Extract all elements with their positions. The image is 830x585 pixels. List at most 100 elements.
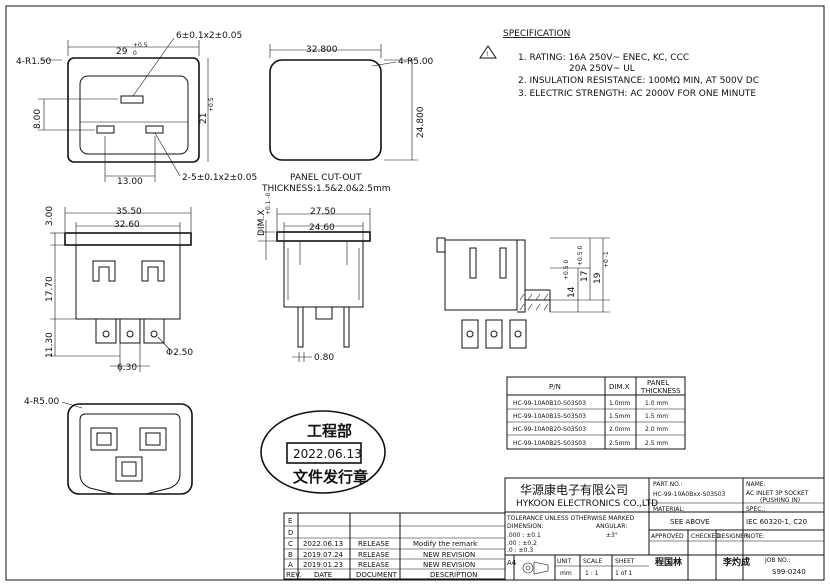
pn-row-1-pn: HC-99-10A0B15-S03S03 [513,413,586,420]
designer-label: DESIGNER [717,533,748,540]
unit-label: UNIT [557,558,572,565]
company-name-en: HYKOON ELECTRONICS CO.,LTD [516,499,658,509]
dim-29-tol-up: +0.5 [133,42,148,49]
dim-8: 8.00 [33,109,43,129]
name-line2: (PUSHING IN) [760,497,800,504]
rev-row-a-doc: RELEASE [358,561,389,569]
spec-title: SPECIFICATION [503,29,570,39]
dim-080: 0.80 [314,353,334,363]
dim-dimx-tol: +0.1 -0 [265,192,272,215]
rev-row-b-desc: NEW REVISION [423,551,475,559]
pn-table [506,376,686,450]
dim-29-tol-dn: 0 [133,50,137,57]
rev-row-c-date: 2022.06.13 [303,540,343,548]
dim-300: 3.00 [45,206,55,226]
pn-row-3-thk: 2.5 mm [645,440,668,447]
spec-item-1: 1. RATING: 16A 250V~ ENEC, KC, CCC [518,53,689,63]
warning-triangle-icon: ! [479,45,497,59]
dim-21-tol: +0.5 [208,97,215,112]
rev-header-rev: REV. [286,571,301,579]
front-view-top-left [38,37,209,182]
side-view-front [50,207,192,372]
pn-rows: HC-99-10A0B10-S03S03 1.0mm 1.0 mm HC-99-… [513,400,668,447]
pn-row-2-dimx: 2.0mm [609,426,630,433]
dim-1130: 11.30 [45,332,55,358]
dim-dimx: DIM.X [257,210,267,236]
job-no-label: JOB NO.: [764,557,790,564]
note-label: NOTE: [746,533,765,540]
pn-row-0-thk: 1.0 mm [645,400,668,407]
rev-row-c-doc: RELEASE [358,540,389,548]
panel-cutout-label: PANEL CUT-OUT [290,173,362,183]
svg-text:!: ! [486,51,488,58]
sheet-size-a4: A4 [507,559,517,567]
dim-r500-top: 4-R5.00 [398,57,434,67]
dim-17: 17 [580,271,590,282]
pn-row-0-dimx: 1.0mm [609,400,630,407]
rev-row-c: C [288,540,293,548]
pn-header-pn: P/N [549,383,561,391]
approved-label: APPROVED [651,533,684,540]
thickness-label: THICKNESS:1.5&2.0&2.5mm [261,184,391,194]
rev-row-e: E [288,517,292,525]
revision-table [283,512,506,580]
pn-header-thickness: THICKNESS [640,387,681,395]
dim-19: 19 [593,272,603,284]
stamp-line3: 文件发行章 [293,468,368,486]
spec-value: IEC 60320-1, C20 [746,518,807,526]
rev-header-date: DATE [314,571,332,579]
pn-header-panel: PANEL [647,379,669,387]
panel-cutout-view [269,44,418,161]
dim-630: 6.30 [117,363,137,373]
scale-label: SCALE [583,558,602,565]
dim-14-tol: +0.5 0 [563,260,570,280]
pn-row-1-thk: 1.5 mm [645,413,668,420]
dim-21: 21 [199,113,209,124]
rev-row-b-doc: RELEASE [358,551,389,559]
pn-row-2-thk: 2.0 mm [645,426,668,433]
pn-row-1-dimx: 1.5mm [609,413,630,420]
part-no-label: PART NO.: [653,481,683,488]
angular-label: ANGULAR: [596,523,627,530]
side-view-middle [258,208,371,362]
checked-label: CHECKED [691,533,720,540]
pn-row-3-pn: HC-99-10A0B25-S03S03 [513,440,586,447]
stamp-line1: 工程部 [307,422,352,440]
dim-19-tol: +0 -1 [603,251,610,268]
angular-value: ±3° [606,532,618,539]
rev-row-a-date: 2019.01.23 [303,561,343,569]
pn-row-0-pn: HC-99-10A0B10-S03S03 [513,400,586,407]
dim-32800: 32.800 [306,45,338,55]
material-label: MATERIAL: [653,506,685,513]
title-block [504,477,825,581]
spec-item-3: 3. ELECTRIC STRENGTH: AC 2000V FOR ONE M… [518,89,756,99]
dim-d250: Φ2.50 [166,348,193,358]
pn-header-dimx: DIM.X [609,383,630,391]
dim-r500-bottom: 4-R5.00 [24,397,60,407]
tol-line1: .000 : ±0.1 [507,532,541,539]
tol-line3: .0 : ±0.3 [507,547,533,554]
dim-13: 13.00 [117,177,143,187]
rev-row-b: B [288,551,293,559]
stamp-date: 2022.06.13 [293,447,362,461]
dim-24800: 24.800 [416,106,426,138]
rev-row-b-date: 2019.07.24 [303,551,344,559]
name-line1: AC INLET 3P SOCKET [746,490,809,497]
rev-header-doc: DOCUMENT [356,571,398,579]
engineering-stamp [260,410,386,494]
revision-rows: E D C 2022.06.13 RELEASE Modify the rema… [286,517,478,579]
dim-r150: 4-R1.50 [16,57,52,67]
dim-2750: 27.50 [310,207,336,217]
rev-row-d: D [288,529,293,537]
spec-label: SPEC.: [746,506,765,513]
front-view-bottom-left [61,401,193,495]
company-name-cn: 华源康电子有限公司 [520,482,628,497]
unit-value: mm [560,570,572,577]
tol-title: TOLERANCE UNLESS OTHERWISE MARKED [506,515,634,522]
tol-line2: .00 : ±0.2 [507,540,537,547]
approved-name: 程国林 [655,556,683,568]
dim-14: 14 [567,286,577,298]
dim-3550: 35.50 [116,207,142,217]
dim-17-tol: +0.5 0 [577,246,584,266]
pn-row-2-pn: HC-99-10A0B20-S03S03 [513,426,586,433]
